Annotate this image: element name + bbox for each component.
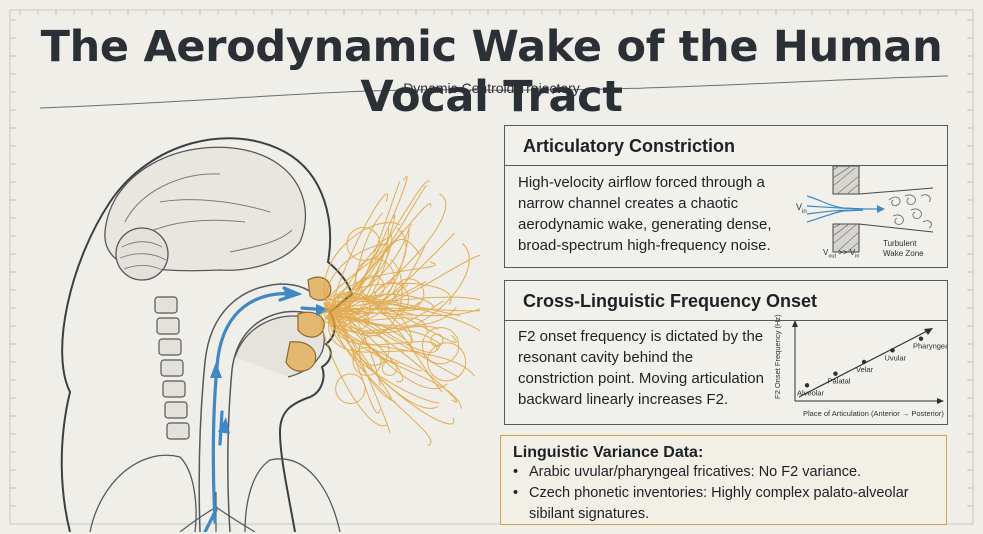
variance-list: Arabic uvular/pharyngeal fricatives: No …: [509, 462, 909, 525]
data-point-pharyngeal: [918, 336, 924, 341]
data-label-alveolar: Alveolar: [797, 388, 825, 397]
lower-lip: [297, 311, 325, 338]
page-subtitle: Dynamic Centroid Trajectory: [403, 80, 580, 96]
panel-text: F2 onset frequency is dictated by the re…: [518, 328, 764, 408]
data-label-pharyngeal: Pharyngeal: [913, 342, 947, 351]
vin-label: Vin: [796, 202, 807, 215]
lung-right: [244, 458, 341, 532]
data-point-velar: [861, 359, 867, 365]
x-axis-label: Place of Articulation (Anterior → Poster…: [803, 409, 944, 418]
variance-heading: Linguistic Variance Data:: [513, 444, 704, 461]
y-axis-label: F2 Onset Frequency (Hz): [773, 314, 782, 399]
data-point-palatal: [833, 371, 838, 376]
panel-frequency-onset: Cross-Linguistic Frequency Onset F2 onse…: [504, 280, 948, 425]
airflow-arrowheads: [210, 288, 330, 434]
constriction-diagram: [806, 166, 934, 253]
velocity-comparison: Vout >> Vin: [823, 248, 860, 260]
data-point-uvular: [890, 348, 895, 353]
variance-item: Czech phonetic inventories: Highly compl…: [513, 483, 909, 504]
variance-item: Arabic uvular/pharyngeal fricatives: No …: [513, 462, 909, 483]
vocal-tract-illustration: [60, 137, 480, 532]
panel-articulatory-constriction: Articulatory Constriction High-velocity …: [504, 125, 948, 268]
variance-item-continuation: sibilant signatures.: [529, 506, 650, 522]
data-point-alveolar: [804, 383, 810, 388]
page-title: The Aerodynamic Wake of the Human Vocal …: [40, 22, 943, 122]
panel-heading: Articulatory Constriction: [505, 126, 947, 166]
data-label-velar: Velar: [856, 365, 874, 374]
lung-left: [89, 454, 197, 532]
head-outline: [60, 137, 354, 532]
panel-text: High-velocity airflow forced through a n…: [518, 174, 772, 254]
linguistic-variance-box: Linguistic Variance Data: Arabic uvular/…: [500, 435, 947, 525]
spine: [154, 296, 190, 440]
turbulent-wake: [320, 176, 480, 446]
data-label-uvular: Uvular: [885, 353, 907, 362]
panel-heading: Cross-Linguistic Frequency Onset: [505, 281, 947, 321]
data-label-palatal: Palatal: [828, 377, 851, 386]
trajectory-curve: [39, 75, 949, 109]
upper-lip: [307, 276, 332, 301]
